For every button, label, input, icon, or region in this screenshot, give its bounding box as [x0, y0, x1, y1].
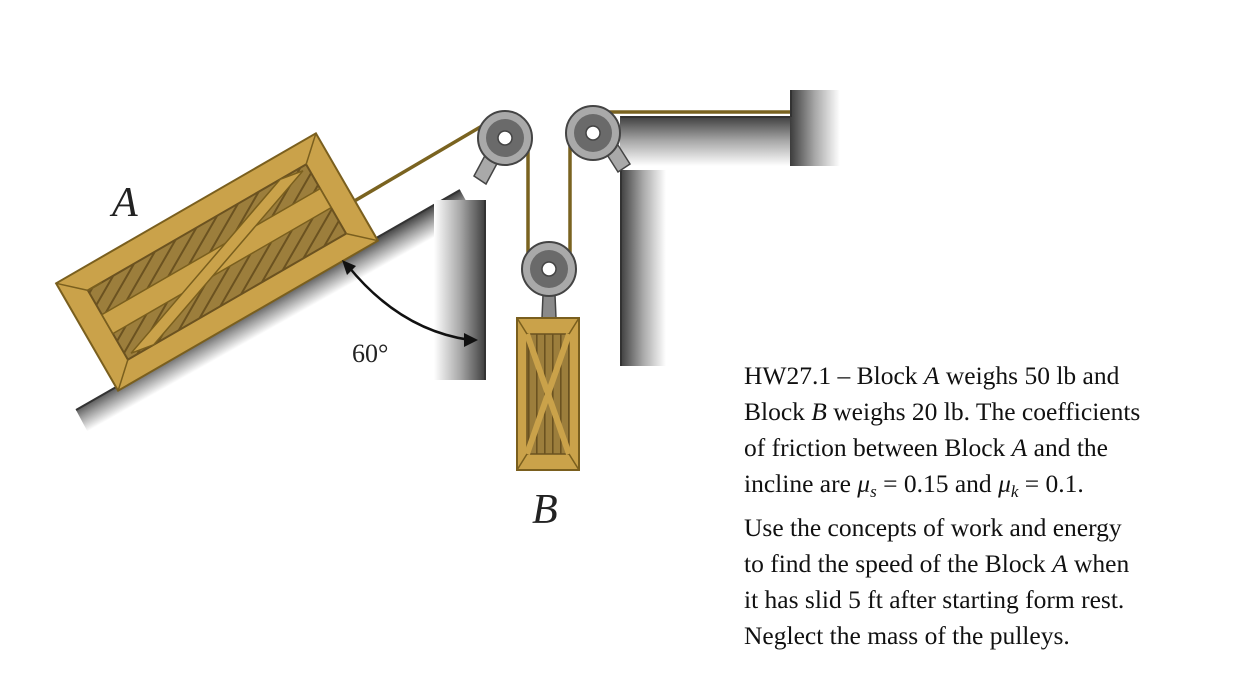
problem-line-2: Block B weighs 20 lb. The coefficients [744, 397, 1141, 426]
block-b-crate [516, 317, 580, 471]
problem-line-4: incline are μs = 0.15 and μk = 0.1. [744, 469, 1084, 501]
problem-statement: HW27.1 – Block A weighs 50 lb and Block … [744, 358, 1244, 654]
angle-arrowheads [342, 260, 478, 347]
problem-line-7: it has slid 5 ft after starting form res… [744, 585, 1125, 614]
problem-line-8: Neglect the mass of the pulleys. [744, 621, 1070, 650]
hanging-pulley [521, 241, 577, 297]
left-post [434, 200, 486, 380]
left-top-pulley [477, 110, 533, 166]
problem-line-1: HW27.1 – Block A weighs 50 lb and [744, 361, 1120, 390]
angle-arc [347, 265, 471, 342]
right-support [620, 90, 840, 366]
label-b: B [532, 487, 558, 533]
angle-label: 60° [352, 339, 388, 368]
problem-line-3: of friction between Block A and the [744, 433, 1108, 462]
block-a-crate [54, 131, 380, 393]
problem-line-6: to find the speed of the Block A when [744, 549, 1130, 578]
right-top-pulley [565, 105, 621, 161]
block-b-assembly [516, 271, 580, 471]
rope [333, 110, 790, 263]
problem-line-5: Use the concepts of work and energy [744, 513, 1122, 542]
label-a: A [109, 180, 138, 226]
